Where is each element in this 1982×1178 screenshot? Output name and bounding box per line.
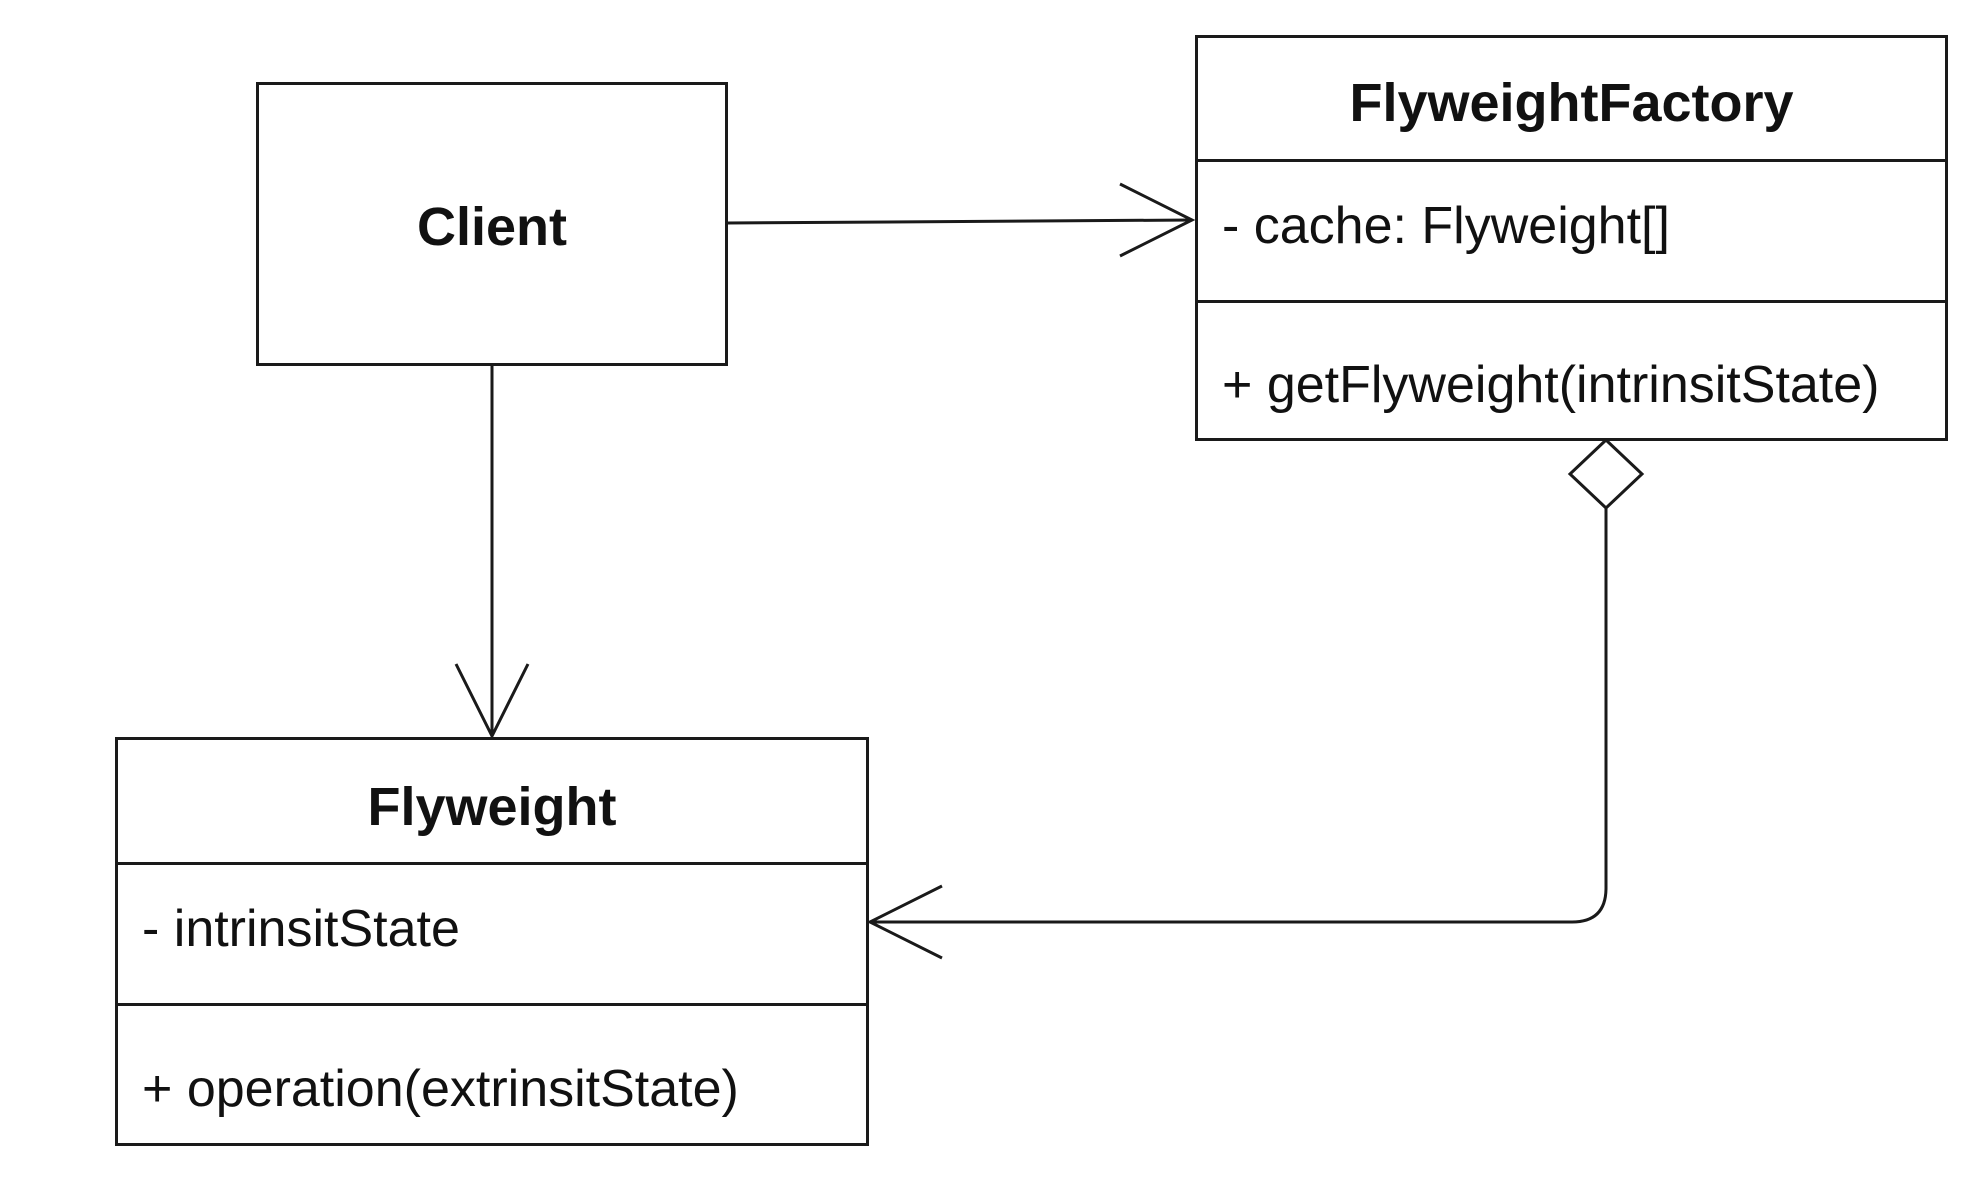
aggregation-diamond-icon: [1567, 437, 1645, 511]
factory-operation-get-flyweight: + getFlyweight(intrinsitState): [1222, 356, 1880, 414]
client-class: Client: [256, 82, 728, 366]
factory-operations-divider: [1198, 300, 1945, 303]
flyweight-attribute-intrinsit-state: - intrinsitState: [142, 900, 460, 958]
factory-attributes-divider: [1198, 159, 1945, 162]
client-to-flyweight-arrowhead: [454, 663, 530, 740]
flyweight-factory-class: FlyweightFactory - cache: Flyweight[] + …: [1195, 35, 1948, 441]
flyweight-operations-divider: [118, 1003, 866, 1006]
factory-to-flyweight-line: [870, 508, 1608, 924]
client-to-factory-line: [726, 218, 1193, 225]
flyweight-class: Flyweight - intrinsitState + operation(e…: [115, 737, 869, 1146]
flyweight-operation: + operation(extrinsitState): [142, 1060, 739, 1118]
flyweight-factory-class-name: FlyweightFactory: [1349, 73, 1794, 133]
client-class-name: Client: [416, 197, 567, 257]
client-to-factory-arrowhead: [1119, 182, 1196, 258]
factory-attribute-cache: - cache: Flyweight[]: [1222, 197, 1670, 255]
flyweight-attributes-divider: [118, 862, 866, 865]
flyweight-class-name: Flyweight: [367, 777, 617, 837]
factory-to-flyweight-arrowhead: [866, 884, 943, 960]
